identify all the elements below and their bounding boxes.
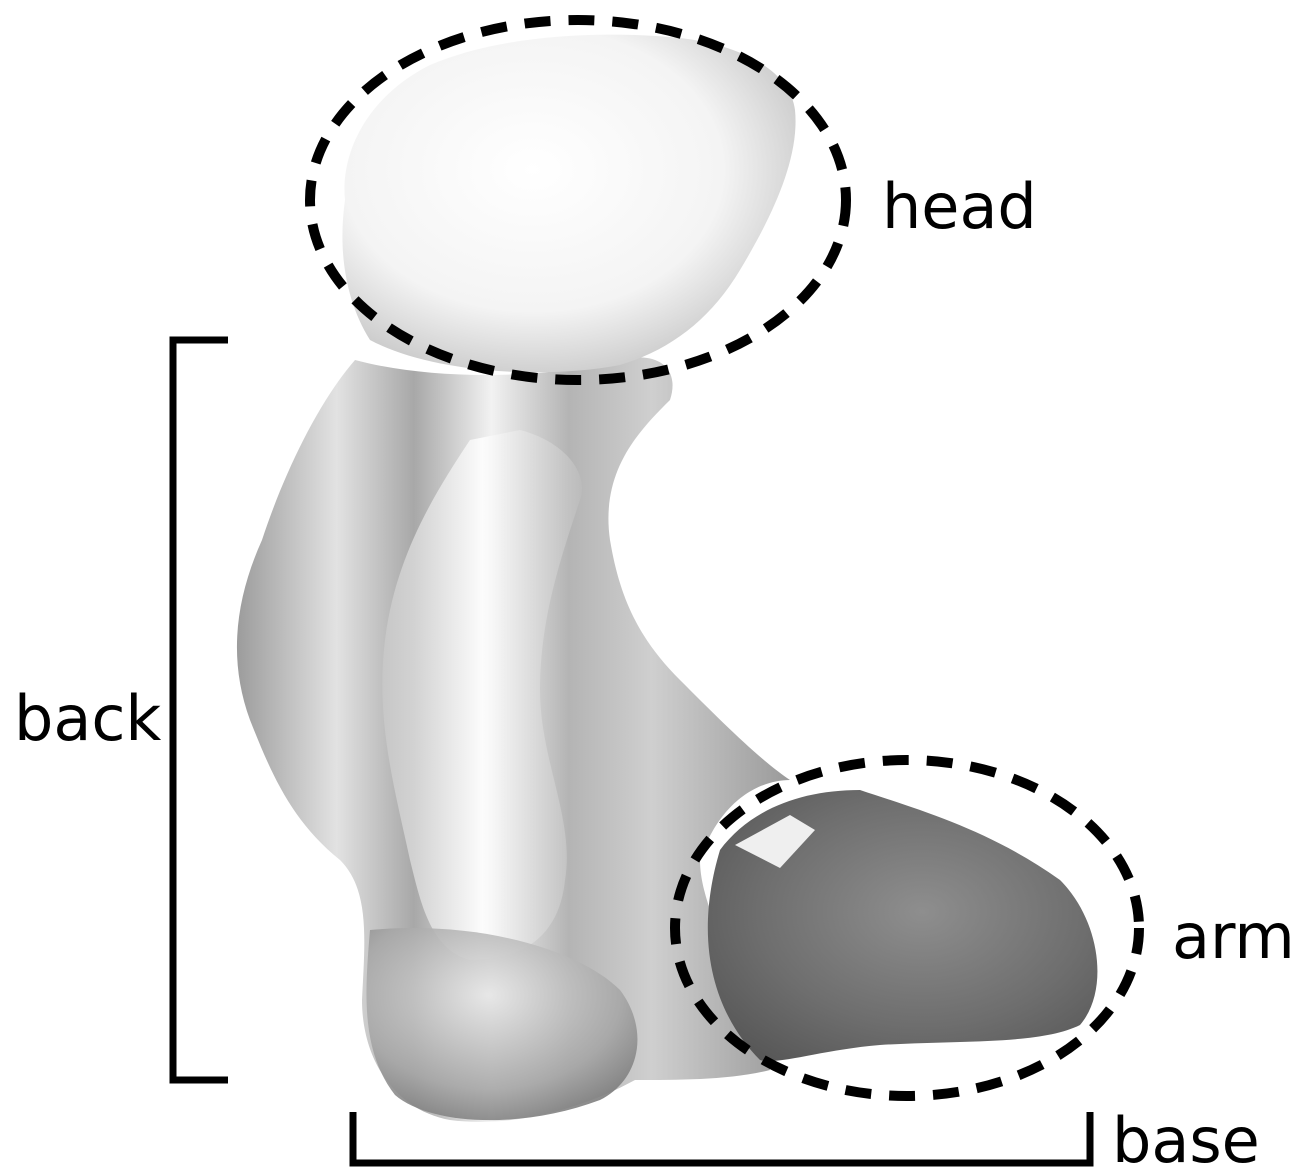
back-label: back: [14, 682, 161, 755]
head-shape: [342, 35, 795, 373]
back-bracket: [173, 340, 228, 1080]
base-label: base: [1112, 1104, 1260, 1170]
head-label: head: [882, 170, 1037, 243]
arm-label: arm: [1172, 900, 1295, 973]
